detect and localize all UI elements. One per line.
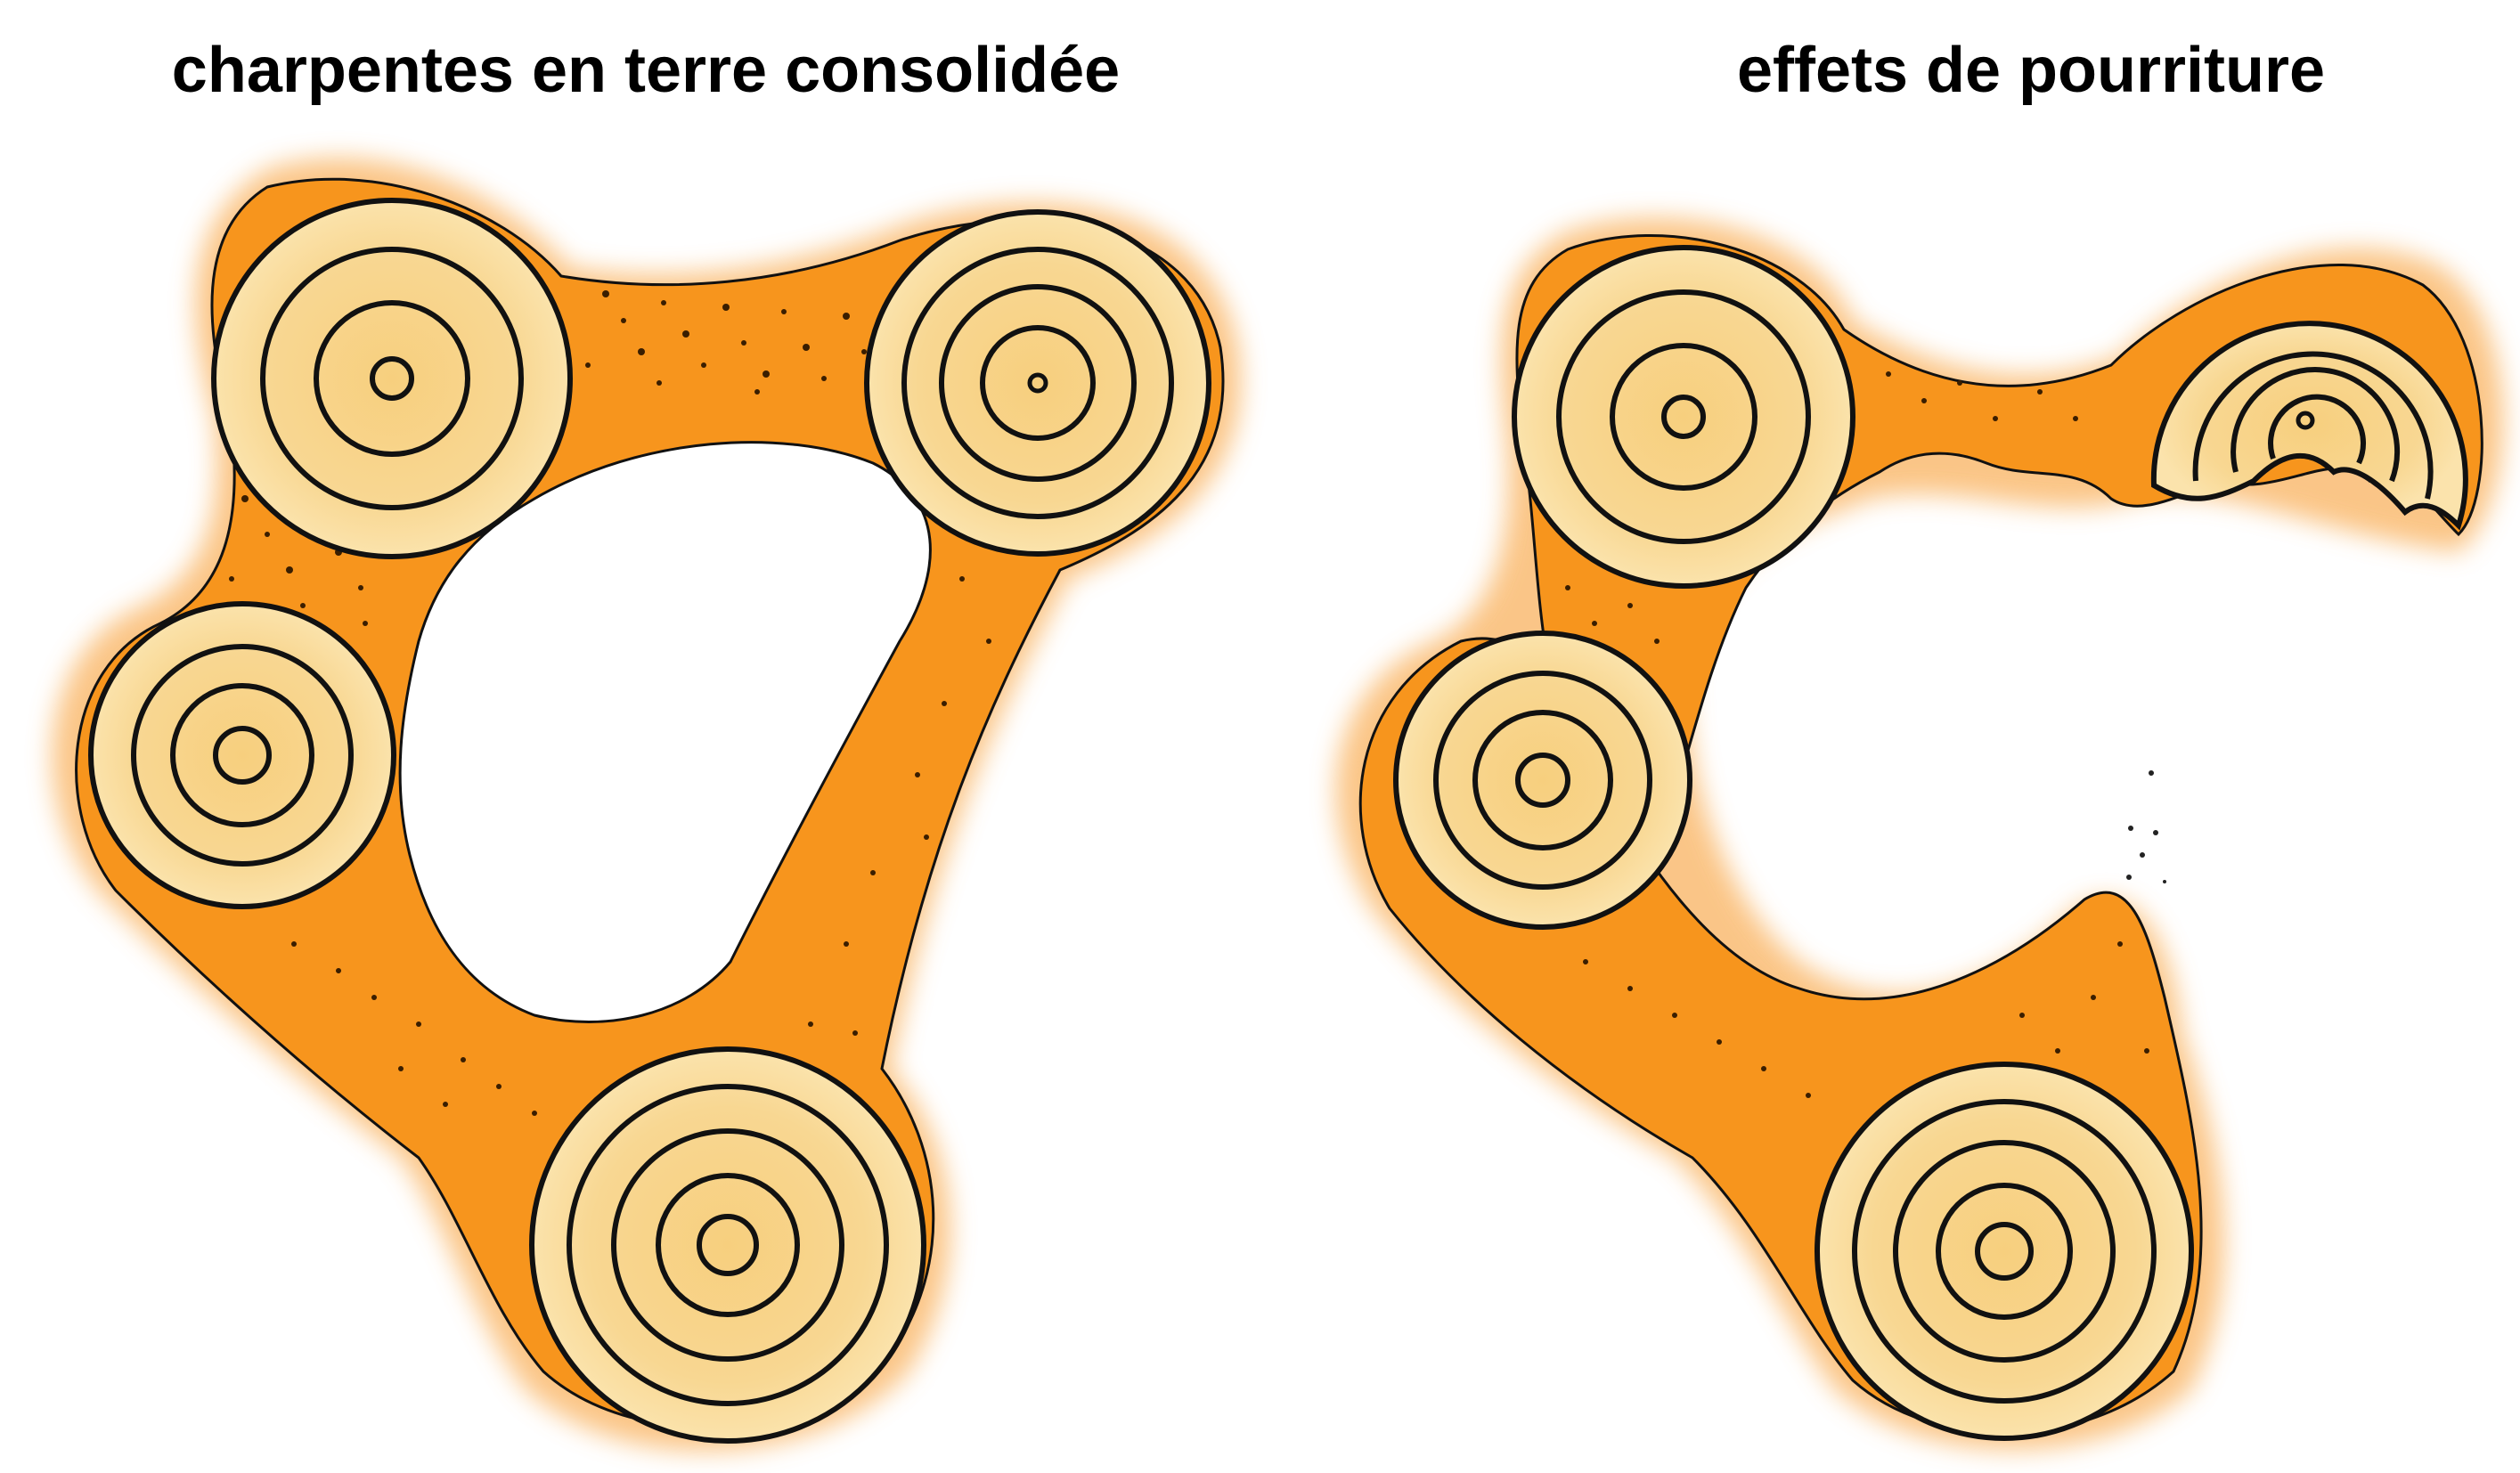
rot-fragments [2126,770,2166,883]
consolidated-framework-diagram [52,158,1240,1451]
grain-left-top-right [867,212,1209,554]
grain-left-bottom [532,1049,924,1441]
grain-right-bottom [1817,1064,2191,1438]
grain-left-top-left [214,200,570,557]
grain-right-middle [1396,633,1690,927]
grain-right-top-left [1514,248,1853,586]
rot-effects-diagram [1336,218,2503,1450]
grain-left-middle [91,604,394,907]
